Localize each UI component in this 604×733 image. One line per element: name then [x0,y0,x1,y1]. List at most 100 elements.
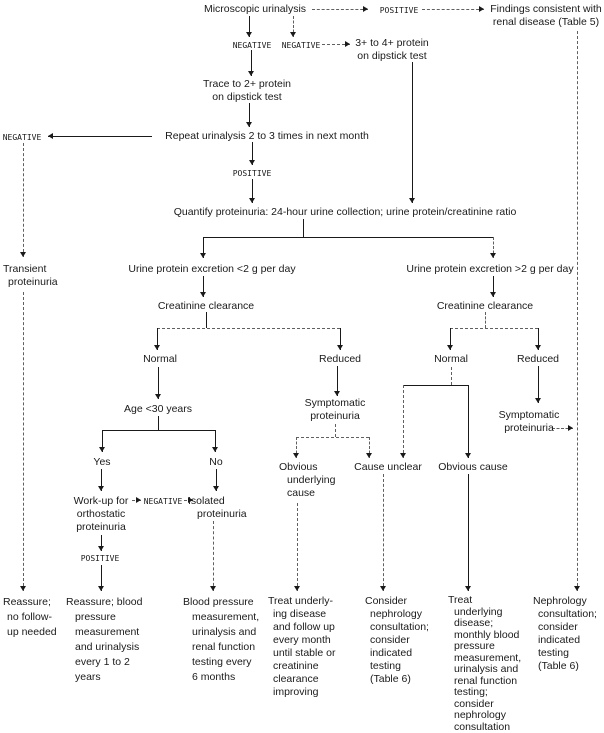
edge-negative1-down-trace [250,50,252,76]
outcome-reassure-no-followup-line-2: no follow- [7,611,52,623]
arrowhead-trace-down-repeat [246,122,252,127]
edge-positive-down-quantify [251,179,253,203]
arrowhead-positive-down-outcome2 [98,586,104,591]
edge-quantify-bracket [203,236,493,238]
outcome-consider-nephrology-line-1: Consider [365,595,408,607]
workup-orthostatic-proteinuria-line-3: proteinuria [76,521,126,533]
reduced-left: Reduced [319,353,361,366]
edge-yes-down-workup [100,469,102,491]
outcome-treat-monthly-testing-line-7: urinalysis and [454,663,519,675]
edge-lt2-down-ccleft [202,276,204,297]
outcome-nephrology-consultation-line-2: consultation; [538,608,597,620]
cause-unclear: Cause unclear [354,461,422,474]
outcome-reassure-bp-1-2-years-line-1: Reassure; blood [66,596,143,608]
arrowhead-rightline-down-outcome7 [574,586,580,591]
transient-proteinuria-line-1: Transient [3,263,47,275]
obvious-underlying-cause-line-2: underlying [287,474,336,486]
arrowhead-obviousunderlying-down-outcome4 [294,586,300,591]
symptomatic-proteinuria-mid-line-2: proteinuria [310,410,360,422]
label-positive-workup-line-1: POSITIVE [80,554,120,563]
label-positive-top-line-1: POSITIVE [379,6,419,15]
arrowhead-transient-down-outcome1 [20,586,26,591]
arrowhead-positive-down-quantify [249,198,255,203]
edge-positive-down-outcome2 [100,565,102,591]
edge-repeat-down-positive [251,142,253,165]
outcome-treat-followup-monthly-line-3: and follow up [273,621,335,633]
outcome-bp-testing-6-months-line-5: testing every [192,656,252,668]
transient-proteinuria-line-2: proteinuria [8,276,58,288]
arrowhead-normalright-down-obvious-cause [465,453,471,458]
arrowhead-yes-down-workup [98,486,104,491]
edge-gt2-down-ccright [492,276,494,297]
outcome-treat-monthly-testing-line-6: measurement, [454,651,522,664]
arrowhead-obviouscause-down-outcome6 [465,586,471,591]
repeat-urinalysis-line-1: Repeat urinalysis 2 to 3 times in next m… [165,130,369,142]
arrowhead-age-down-yes [99,447,105,452]
arrowhead-sympmid-down-obvious-underlying [293,453,299,458]
arrowhead-micro-down-negative2 [290,32,296,37]
outcome-reassure-no-followup: Reassure;no follow-up needed [3,595,57,640]
edge-reducedleft-down-symptomatic [336,366,338,396]
edge-ccleft-down-reduced [339,328,341,350]
outcome-nephrology-consultation-line-1: Nephrology [533,595,587,607]
arrowhead-ccleft-down-normal [154,345,160,350]
cause-unclear-line-1: Cause unclear [354,461,422,473]
outcome-treat-followup-monthly-line-1: Treat underly- [268,595,333,607]
reduced-right-line-1: Reduced [516,353,560,365]
label-positive-mid: POSITIVE [233,169,272,178]
outcome-treat-monthly-testing-line-2: underlying [454,605,503,618]
edge-bracket-down-gt2 [492,237,494,258]
edge-age-bracket [102,429,215,431]
age-under-30: Age <30 years [124,403,192,416]
label-negative-workup-line-1: NEGATIVE [143,497,183,506]
outcome-bp-testing-6-months-line-1: Blood pressure [183,596,254,608]
edge-rightline-down-outcome7 [576,31,578,591]
outcome-bp-testing-6-months-line-2: measurement, [192,611,260,623]
edge-normalright-stub [450,367,452,385]
arrowhead-bracket-down-gt2 [490,253,496,258]
edge-ccright-down-reduced [537,328,539,350]
isolated-proteinuria-line-2: proteinuria [197,508,247,520]
arrowhead-repeat-down-positive [249,160,255,165]
outcome-nephrology-consultation-line-4: indicated [538,634,581,646]
workup-orthostatic-proteinuria-line-2: orthostatic [76,508,126,520]
symptomatic-proteinuria-mid-line-1: Symptomatic [304,397,366,409]
obvious-underlying-cause-line-3: cause [287,487,316,499]
arrowhead-workup-negative-dash-2 [188,497,193,503]
outcome-bp-testing-6-months-line-3: urinalysis and [192,626,257,638]
edge-obviouscause-down-outcome6 [467,474,469,591]
edge-micro-down-negative1 [248,16,250,37]
label-negative-left-line-1: NEGATIVE [2,133,42,142]
outcome-treat-followup-monthly-line-8: improving [273,686,319,698]
obvious-cause-line-1: Obvious cause [438,461,508,473]
label-negative-2: NEGATIVE [282,41,321,50]
excretion-lt-2g-line-1: Urine protein excretion <2 g per day [128,263,296,275]
outcome-consider-nephrology-line-2: nephrology [370,608,422,620]
edge-age-stub [157,416,159,430]
edge-negativeleft-down-transient [22,143,24,257]
edge-age-down-yes [101,430,103,452]
edge-workup-down-positive [100,535,102,551]
arrowhead-reducedright-down-symptomatic [535,398,541,403]
no: No [209,456,222,469]
outcome-treat-monthly-testing-line-1: Treat [448,594,473,606]
yes-line-1: Yes [93,456,111,468]
outcome-treat-monthly-testing-line-10: consider [454,697,494,710]
outcome-treat-followup-monthly-line-2: ing disease [273,608,327,620]
findings-renal-disease-line-1: Findings consistent with [490,3,602,15]
normal-right-line-1: Normal [434,353,468,365]
edge-quantify-stub [302,219,304,237]
outcome-bp-testing-6-months-line-6: 6 months [192,671,236,683]
normal-left-line-1: Normal [143,353,177,365]
creatinine-clearance-right: Creatinine clearance [437,300,533,313]
edge-ccright-down-normal [449,328,451,350]
outcome-reassure-bp-1-2-years-line-6: years [75,671,101,683]
label-negative-2-line-1: NEGATIVE [281,41,321,50]
outcome-consider-nephrology-line-6: testing [370,660,401,672]
